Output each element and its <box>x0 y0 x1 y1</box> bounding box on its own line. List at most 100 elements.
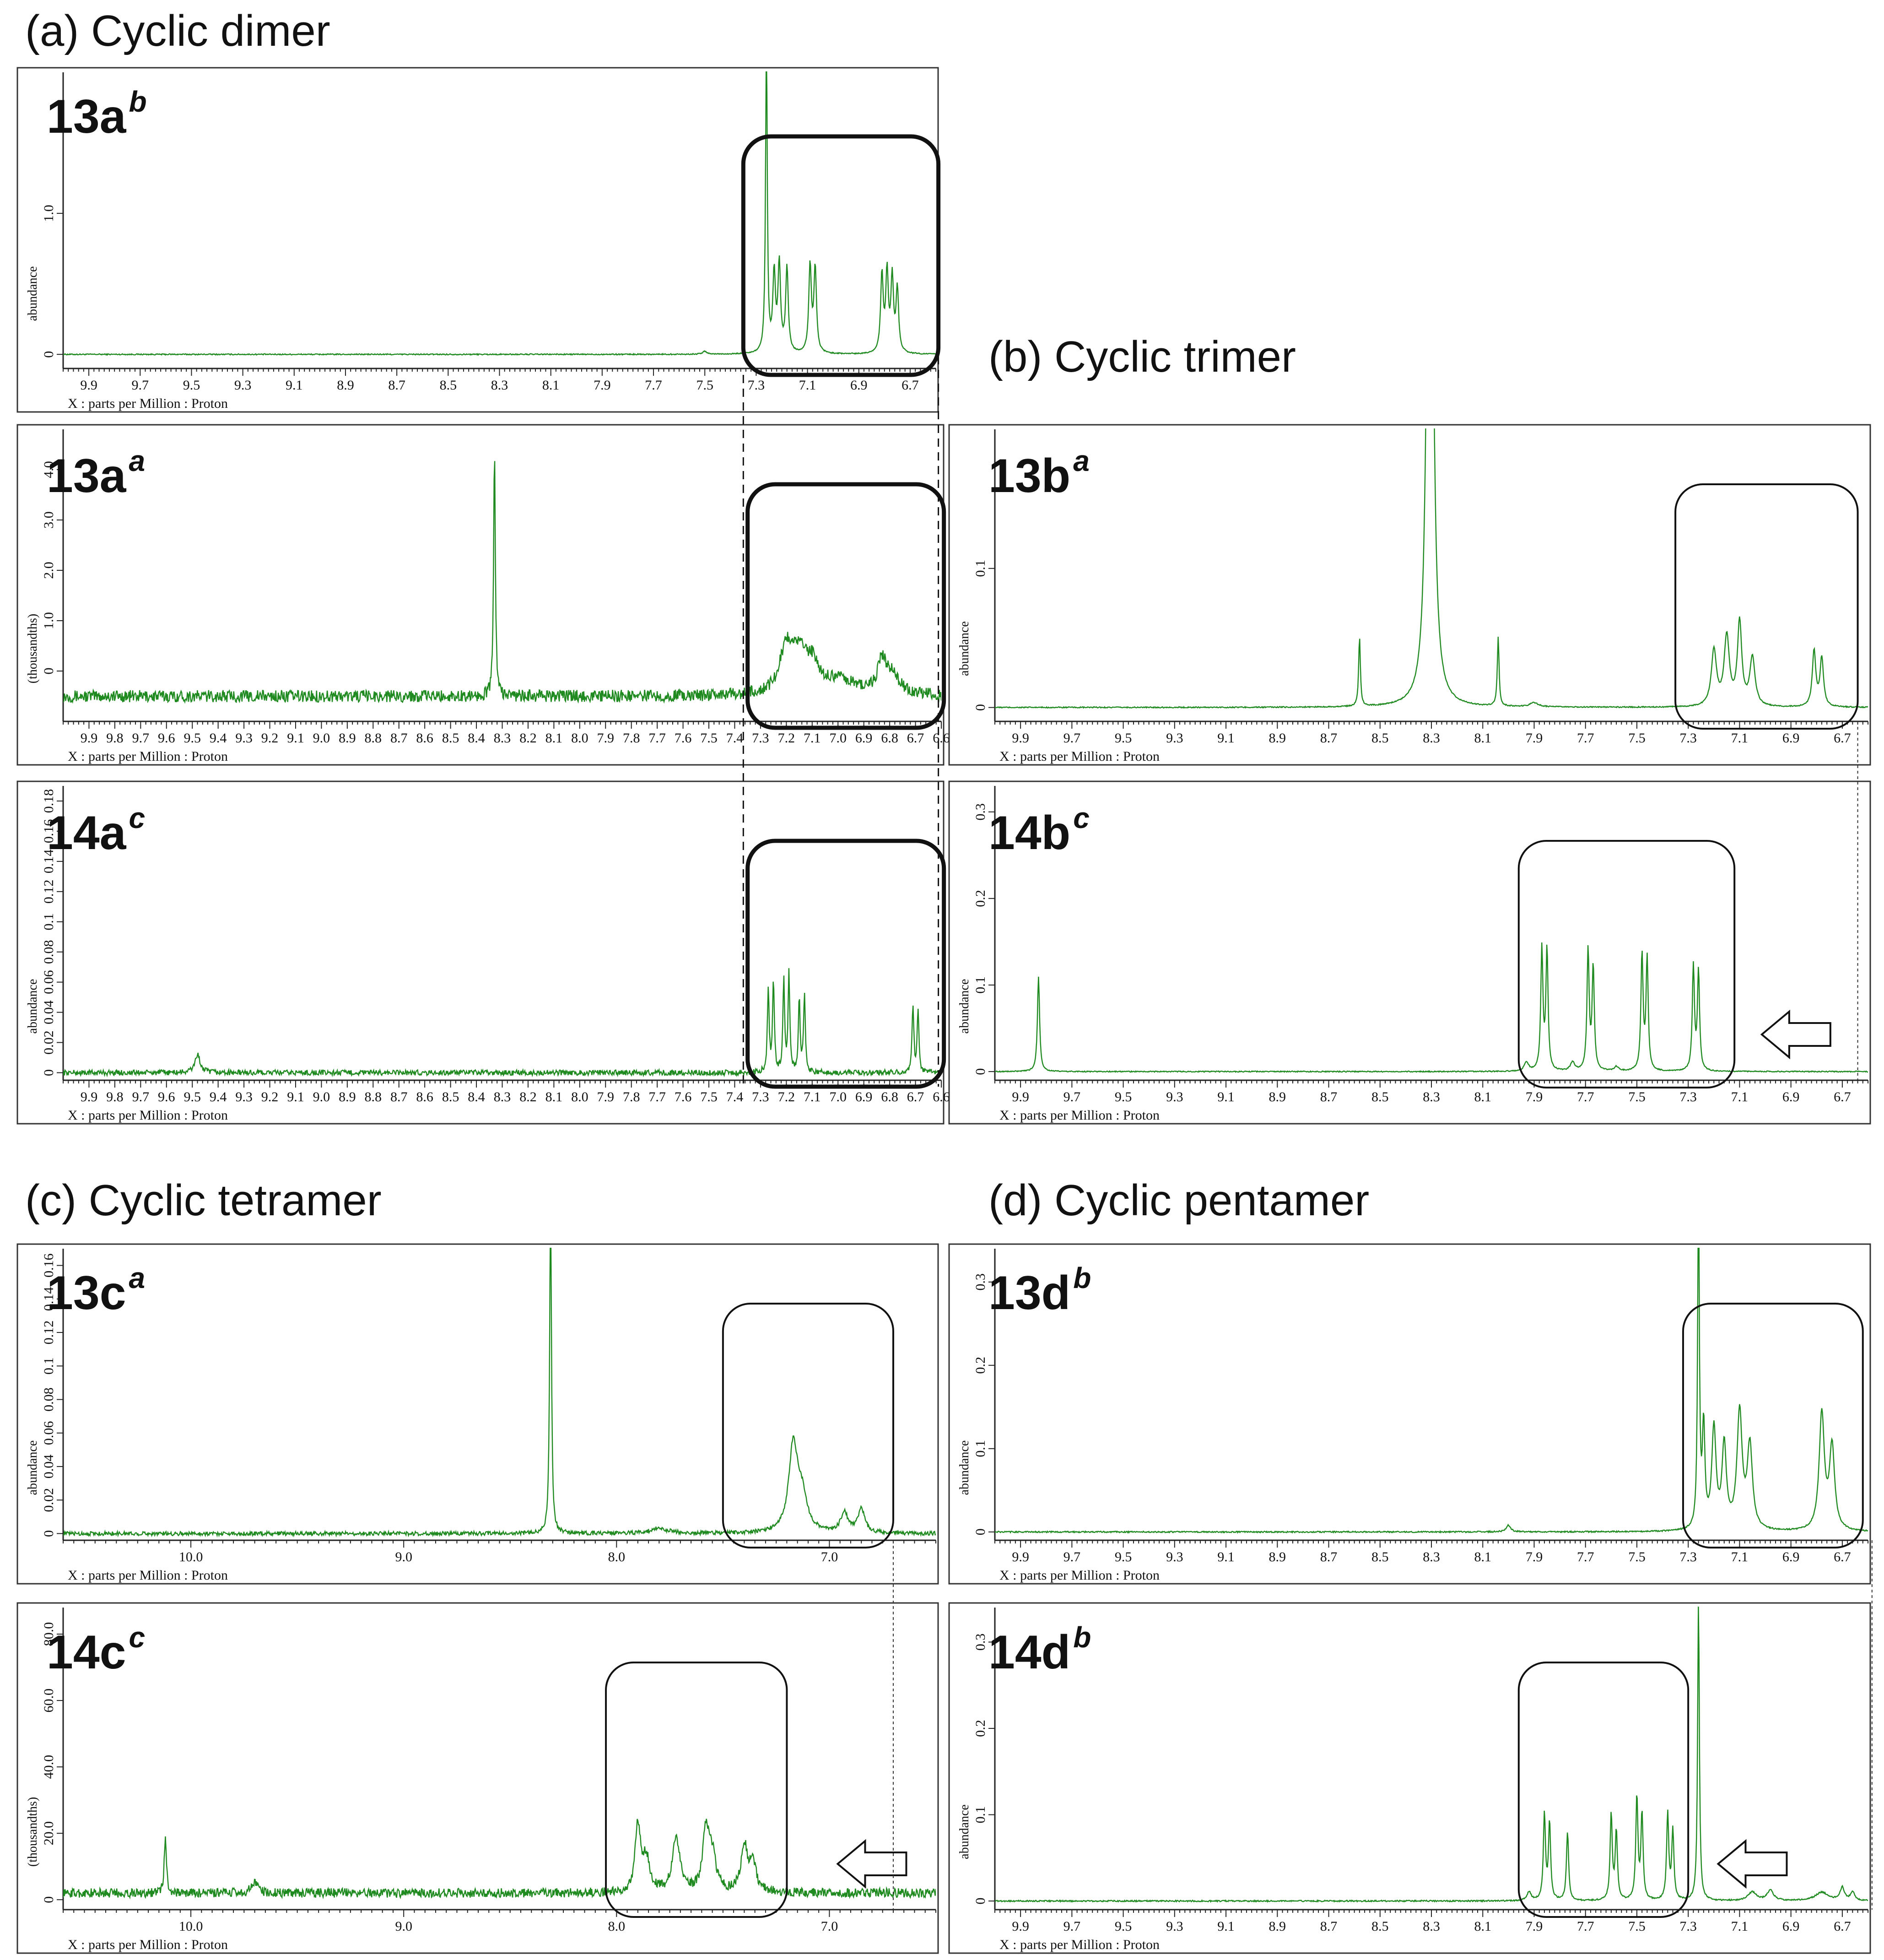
panel-frame <box>948 1602 1871 1954</box>
y-tick-label: 0.02 <box>41 1488 56 1512</box>
x-tick-label: 9.1 <box>1217 1549 1235 1565</box>
x-axis-label: X : parts per Million : Proton <box>68 1108 228 1123</box>
x-tick-label: 9.5 <box>184 1089 201 1105</box>
compound-number: 14d <box>988 1626 1070 1679</box>
y-axis-label: abundance <box>26 979 40 1034</box>
x-tick-label: 7.4 <box>726 1089 744 1105</box>
x-tick-label: 9.9 <box>81 731 98 746</box>
x-tick-label: 7.9 <box>597 731 615 746</box>
spectra-panels: 9.9 9.7 9.5 9.3 9.1 8.9 8.7 8.5 8.3 8.1 7.9 7.7 7.5 7… <box>16 67 1871 1954</box>
y-axis-label: (thousandths) <box>26 614 40 683</box>
y-tick-label: 0.12 <box>41 1321 56 1345</box>
x-tick-label: 7.1 <box>799 378 816 393</box>
x-tick-label: 8.2 <box>519 1089 537 1105</box>
x-tick-label: 6.7 <box>1834 731 1851 746</box>
x-tick-label: 8.8 <box>365 731 382 746</box>
x-tick-label: 8.2 <box>519 731 537 746</box>
x-tick-label: 9.9 <box>1012 1089 1029 1105</box>
y-tick-label: 0.18 <box>41 789 56 813</box>
x-tick-label: 7.2 <box>778 1089 795 1105</box>
x-tick-label: 9.5 <box>1115 1549 1132 1565</box>
x-tick-label: 6.7 <box>907 731 924 746</box>
y-tick-label: 0.1 <box>973 560 988 577</box>
compound-label: 14bc <box>988 801 1090 860</box>
x-tick-label: 7.2 <box>778 731 795 746</box>
y-tick-label: 0.3 <box>973 803 988 821</box>
x-tick-label: 9.3 <box>235 1089 253 1105</box>
x-tick-label: 7.0 <box>829 731 847 746</box>
y-tick-label: 0.1 <box>973 1806 988 1824</box>
x-tick-label: 7.4 <box>726 731 744 746</box>
x-tick-label: 9.3 <box>1166 1919 1183 1934</box>
x-tick-label: 6.7 <box>907 1089 924 1105</box>
spectrum-trace <box>63 1819 936 1900</box>
x-tick-label: 7.5 <box>700 731 718 746</box>
panel-frame <box>16 67 939 413</box>
y-tick-label: 0 <box>41 351 56 358</box>
compound-superscript: a <box>129 444 146 477</box>
x-axis-label: X : parts per Million : Proton <box>999 1568 1160 1583</box>
highlight-box <box>722 1303 894 1549</box>
x-tick-label: 10.0 <box>179 1919 203 1934</box>
x-tick-label: 9.5 <box>183 378 200 393</box>
x-tick-label: 8.5 <box>1371 1919 1389 1934</box>
x-tick-label: 6.9 <box>1782 1089 1800 1105</box>
y-axis-label: abundance <box>957 979 972 1034</box>
y-tick-label: 0.2 <box>973 1720 988 1737</box>
x-tick-label: 8.5 <box>442 1089 459 1105</box>
highlight-box <box>741 134 941 377</box>
section-title-a: (a) Cyclic dimer <box>25 6 330 55</box>
x-tick-label: 9.5 <box>184 731 201 746</box>
x-tick-label: 6.9 <box>855 1089 873 1105</box>
highlight-box <box>1517 840 1736 1088</box>
panel-frame <box>16 780 945 1125</box>
y-tick-label: 0.14 <box>41 850 56 874</box>
x-axis-label: X : parts per Million : Proton <box>999 1108 1160 1123</box>
y-tick-label: 60.0 <box>41 1689 56 1713</box>
x-tick-label: 9.7 <box>1063 1919 1081 1934</box>
x-tick-label: 7.7 <box>645 378 662 393</box>
compound-number: 14b <box>988 807 1070 860</box>
x-tick-label: 8.7 <box>1320 1549 1338 1565</box>
compound-number: 13d <box>988 1267 1070 1320</box>
shift-arrow <box>1717 1839 1788 1889</box>
x-tick-label: 6.6 <box>933 1089 950 1105</box>
x-axis-label: X : parts per Million : Proton <box>68 1568 228 1583</box>
x-tick-label: 8.5 <box>1371 1089 1389 1105</box>
x-tick-label: 9.9 <box>1012 1919 1029 1934</box>
compound-superscript: a <box>1073 444 1090 477</box>
x-tick-label: 9.4 <box>210 1089 227 1105</box>
x-tick-label: 8.3 <box>491 378 508 393</box>
x-tick-label: 8.1 <box>545 1089 563 1105</box>
y-axis-label: abundance <box>957 1804 972 1859</box>
x-tick-label: 9.1 <box>1217 1089 1235 1105</box>
y-axis-label: abundance <box>957 621 972 676</box>
compound-number: 14a <box>47 807 127 860</box>
x-tick-label: 8.1 <box>1474 731 1491 746</box>
x-axis-label: X : parts per Million : Proton <box>999 1937 1160 1952</box>
x-tick-label: 8.0 <box>608 1549 626 1565</box>
spectrum-trace <box>63 968 941 1077</box>
x-tick-label: 6.9 <box>855 731 873 746</box>
y-tick-label: 40.0 <box>41 1755 56 1779</box>
x-tick-label: 8.9 <box>1269 731 1286 746</box>
x-tick-label: 9.8 <box>106 731 124 746</box>
x-tick-label: 7.7 <box>1577 731 1594 746</box>
x-tick-label: 9.3 <box>1166 731 1183 746</box>
x-tick-label: 7.3 <box>748 378 765 393</box>
y-tick-label: 20.0 <box>41 1821 56 1846</box>
y-tick-label: 0.14 <box>41 1287 56 1311</box>
x-tick-label: 8.9 <box>339 731 356 746</box>
highlight-box <box>1682 1303 1864 1549</box>
x-tick-label: 7.5 <box>1628 731 1646 746</box>
y-tick-label: 2.0 <box>41 562 56 579</box>
spectrum-trace <box>63 1248 936 1538</box>
x-tick-label: 7.9 <box>594 378 611 393</box>
compound-number: 13a <box>47 449 127 503</box>
x-tick-label: 9.7 <box>132 1089 150 1105</box>
x-tick-label: 6.7 <box>1834 1919 1851 1934</box>
x-tick-label: 7.1 <box>804 731 821 746</box>
